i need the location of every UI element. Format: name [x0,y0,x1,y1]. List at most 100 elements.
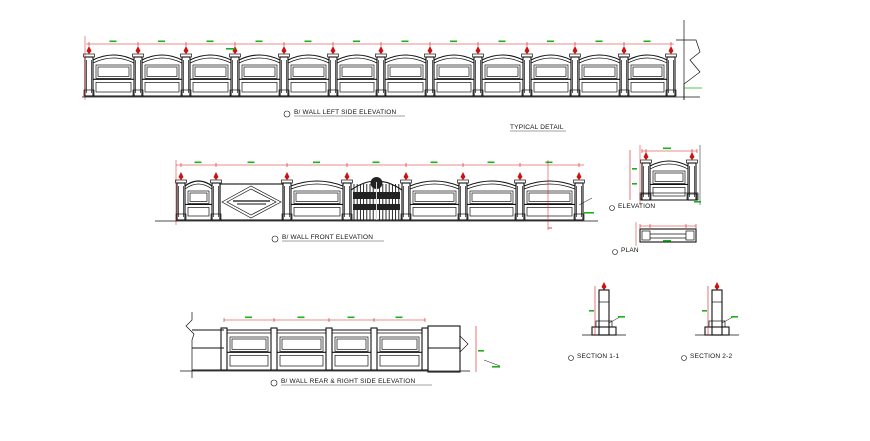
left-side-elevation [82,36,700,100]
dimension-tag [109,40,117,43]
plinth-panel [436,82,472,93]
title-plan: PLAN [621,247,639,254]
dimension-tag [255,40,263,43]
plinth-panel [290,82,327,93]
arched-coping [189,54,232,61]
finial [232,46,238,54]
title-plan-group: PLAN [612,247,639,255]
title-marker-front [271,235,279,243]
plinth-panel [484,82,521,93]
plinth-panel [339,82,375,93]
dimension-tag [731,316,738,318]
pilaster [220,327,228,371]
dimension-tag [206,40,214,43]
wall-panel [387,64,424,79]
dimension-tag [372,161,380,164]
top-break-line [676,20,702,100]
wall-panel [526,190,573,204]
finial [643,152,649,160]
plinth-panel [630,82,665,93]
typical-detail [629,145,701,246]
dimension-tag [304,40,312,43]
title-typical-detail: TYPICAL DETAIL [510,124,564,131]
dimension-tag [498,40,506,43]
title-section1-group: SECTION 1-1 [568,353,619,361]
pier [515,182,525,221]
dimension-tag [194,161,202,164]
title-elevation: ELEVATION [618,203,655,210]
plinth-panel [581,82,618,93]
dimension-tag [353,40,360,43]
dimension-tag [245,316,252,319]
wall-panel [581,64,618,79]
pilaster [325,327,333,371]
wall-panel [630,64,665,79]
plinth-panel [652,187,686,197]
pier [282,182,292,221]
dimension-tag [595,40,603,43]
pilaster [370,327,378,371]
dimension-tag [450,40,457,43]
pier [458,182,468,221]
dimension-tag [702,310,707,312]
diamond-motif [221,185,282,219]
wall-panel [412,190,457,204]
plinth-panel [187,207,210,217]
rear-right-elevation [180,312,501,378]
wall-panel [379,336,420,352]
dimension-tag [478,350,484,352]
arched-coping [649,160,689,167]
wall-panel [484,64,521,79]
finial [344,172,350,180]
pier [342,182,352,221]
section-1-wall [598,289,610,336]
title-marker-left [283,110,291,118]
dimension-tag [492,366,500,368]
dimension-tag [663,147,671,150]
wall-panel [469,190,514,204]
finial [135,46,141,54]
dimension-tag [247,161,255,164]
arched-coping [481,54,524,61]
finial [178,172,184,180]
wall-panel [229,336,269,352]
arched-coping [466,180,517,187]
plinth-panel [144,82,180,93]
title-section2-group: SECTION 2-2 [681,353,732,361]
wall-panel [339,64,375,79]
plinth-panel [469,207,514,217]
finial [668,46,674,54]
finial [427,46,433,54]
finial [475,46,481,54]
finial [284,172,290,180]
plinth-panel [412,207,457,217]
pilaster [270,327,278,371]
plinth-panel [334,354,369,367]
wall-panel [187,190,210,204]
arched-coping [184,180,213,187]
pier [211,182,221,221]
arched-coping [92,54,135,61]
finial [330,46,336,54]
wall-panel [192,64,229,79]
dimension-tag [158,40,165,43]
finial [281,46,287,54]
title-front-group: B/ WALL FRONT ELEVATION [271,234,384,243]
arched-coping [578,54,621,61]
title-left-side-group: B/ WALL LEFT SIDE ELEVATION [283,109,405,118]
finial [86,46,92,54]
wall-panel [144,64,180,79]
pier [574,182,584,221]
finial [689,152,695,160]
arched-coping [627,54,668,61]
plinth-panel [279,354,324,367]
arched-coping [433,54,475,61]
dimension-tag [632,183,637,185]
dimension-tag [694,201,701,203]
finial [572,46,578,54]
dimension-tag [401,40,409,43]
pier [401,182,411,221]
finial [576,172,582,180]
pier [176,182,186,221]
